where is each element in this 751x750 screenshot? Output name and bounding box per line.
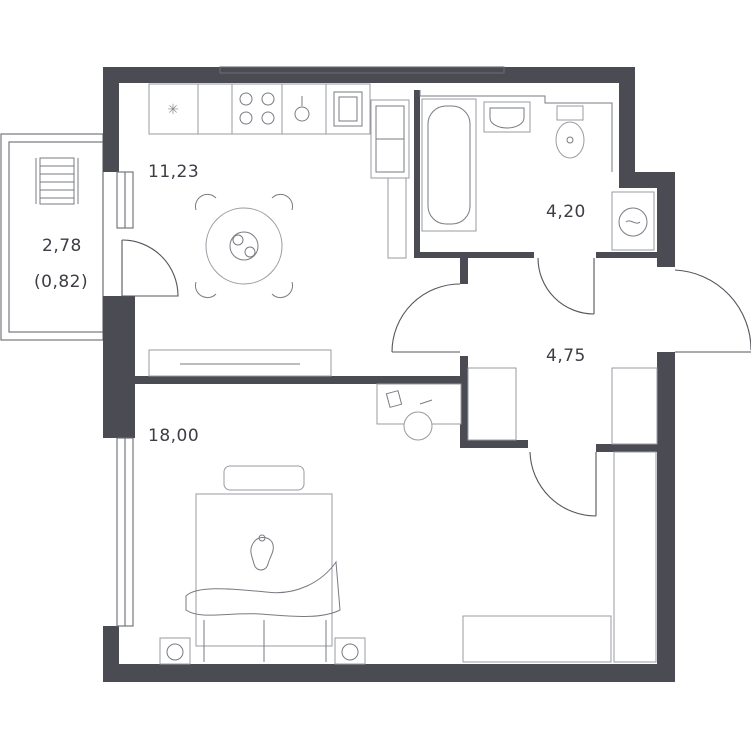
tv-bench xyxy=(148,349,332,377)
window-bedroom-left xyxy=(116,437,134,627)
hallway-wardrobe-right xyxy=(611,367,658,445)
faucet-icon xyxy=(294,96,310,122)
teddy-bear-icon xyxy=(250,534,274,571)
walls xyxy=(103,67,675,682)
nightstand-icon xyxy=(159,637,366,665)
kitchen-area-label: 11,23 xyxy=(148,162,200,182)
washing-machine-icon xyxy=(611,191,655,251)
dining-table xyxy=(205,207,283,285)
dining-chair-icon xyxy=(194,193,294,299)
kitchen-door xyxy=(391,283,461,353)
svg-text:✳: ✳ xyxy=(167,102,179,118)
bedroom-wardrobe xyxy=(613,451,657,663)
bed xyxy=(185,465,341,662)
bathroom-door xyxy=(537,257,595,315)
bedroom-area-label: 18,00 xyxy=(148,426,200,446)
stove-icon xyxy=(239,92,275,125)
hallway-wardrobe-left xyxy=(467,367,517,441)
bathroom-area-label: 4,20 xyxy=(546,202,586,222)
entrance-door xyxy=(674,269,751,353)
balcony-door xyxy=(121,239,179,297)
balcony-chair-icon xyxy=(35,157,79,205)
toilet-icon xyxy=(555,105,585,159)
wardrobe-kitchen xyxy=(370,99,410,259)
desk xyxy=(376,383,462,441)
balcony-area-label: 2,78 xyxy=(42,236,82,256)
bathtub-icon xyxy=(421,98,477,232)
bedroom-door xyxy=(529,451,597,517)
sink-icon xyxy=(333,91,363,127)
hallway-area-label: 4,75 xyxy=(546,346,586,366)
chest-of-drawers xyxy=(462,615,612,663)
window-kitchen-left xyxy=(116,171,134,229)
washbasin-icon xyxy=(483,101,531,133)
fridge-icon: ✳ xyxy=(167,102,179,118)
kitchen-counter xyxy=(148,83,371,135)
balcony-reduced-area-label: (0,82) xyxy=(34,272,89,292)
balcony xyxy=(0,133,104,341)
window-top xyxy=(219,66,505,74)
